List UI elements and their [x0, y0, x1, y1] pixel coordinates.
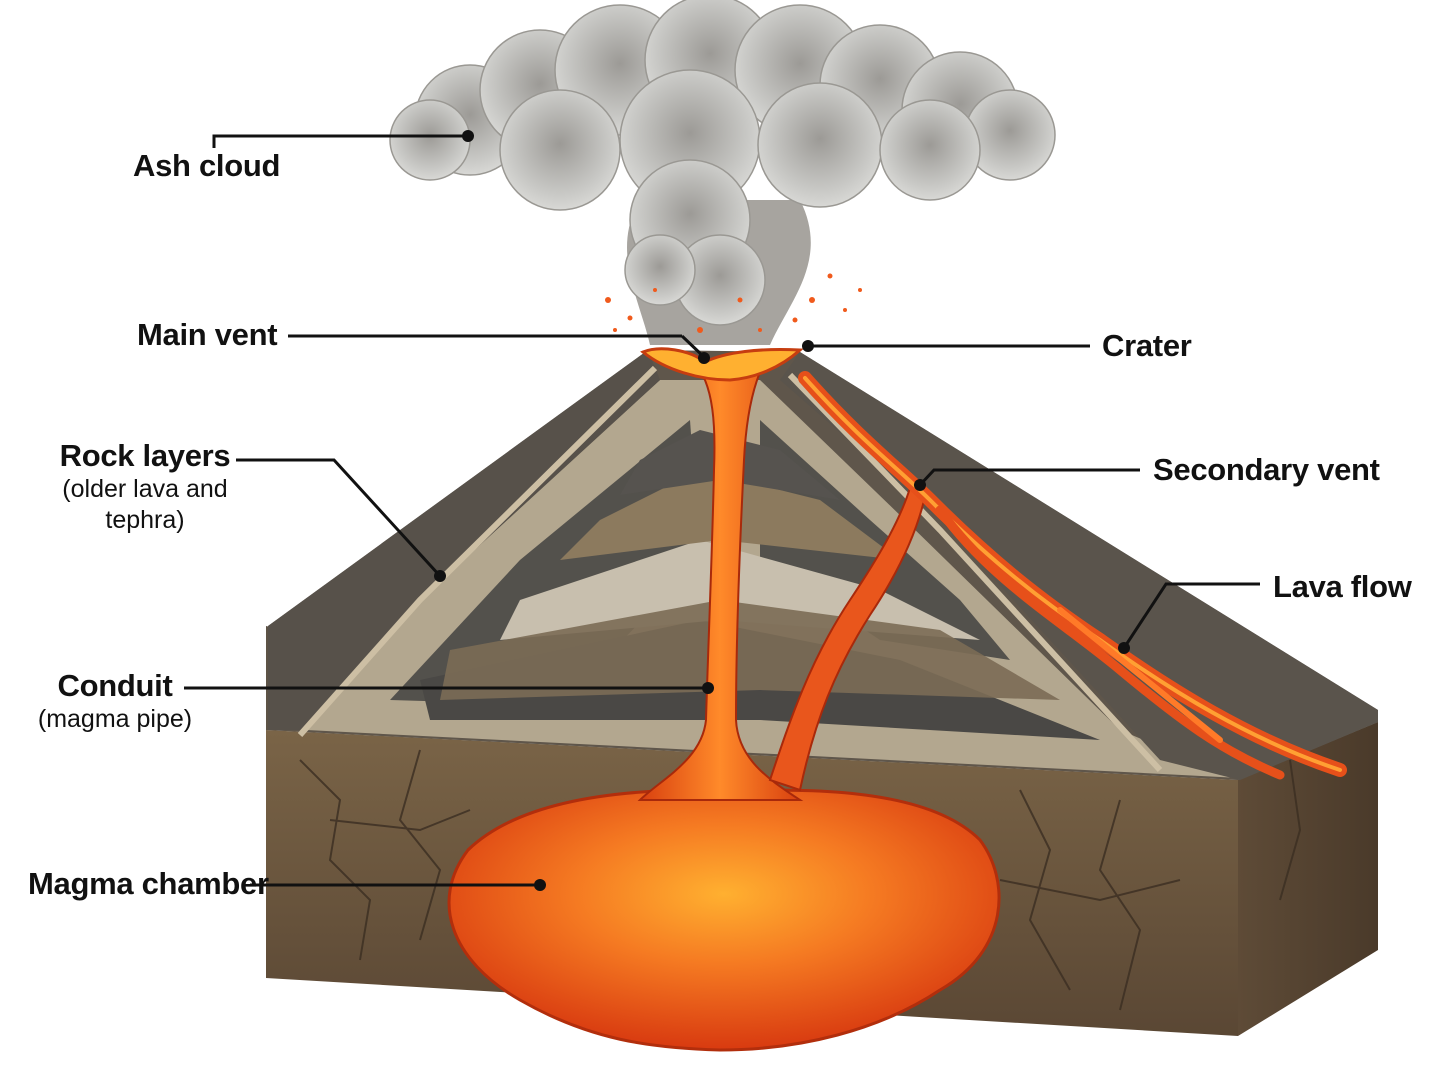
label-rock-layers: Rock layers (older lava and tephra)	[52, 438, 238, 536]
leader-dot-icon	[698, 352, 710, 364]
label-ash-cloud: Ash cloud	[133, 148, 280, 184]
label-conduit: Conduit (magma pipe)	[30, 668, 200, 735]
ash-cloud	[390, 0, 1055, 345]
leader-dot-icon	[462, 130, 474, 142]
label-secondary-vent: Secondary vent	[1153, 452, 1380, 488]
leader-dot-icon	[802, 340, 814, 352]
label-secondary-vent-title: Secondary vent	[1153, 452, 1380, 488]
leader-dot-icon	[534, 879, 546, 891]
label-crater-title: Crater	[1102, 328, 1192, 364]
label-rock-layers-sub1: (older lava and	[52, 474, 238, 505]
leader-dot-icon	[434, 570, 446, 582]
label-crater: Crater	[1102, 328, 1192, 364]
leader-dot-icon	[1118, 642, 1130, 654]
label-ash-cloud-title: Ash cloud	[133, 148, 280, 184]
leader-dot-icon	[914, 479, 926, 491]
label-magma-chamber: Magma chamber	[28, 866, 269, 902]
label-rock-layers-sub2: tephra)	[52, 505, 238, 536]
label-lava-flow: Lava flow	[1273, 569, 1412, 605]
label-conduit-sub: (magma pipe)	[30, 704, 200, 735]
label-main-vent-title: Main vent	[137, 317, 277, 353]
label-magma-chamber-title: Magma chamber	[28, 866, 269, 902]
label-conduit-title: Conduit	[30, 668, 200, 704]
leader-dot-icon	[702, 682, 714, 694]
label-main-vent: Main vent	[137, 317, 277, 353]
label-rock-layers-title: Rock layers	[52, 438, 238, 474]
label-lava-flow-title: Lava flow	[1273, 569, 1412, 605]
